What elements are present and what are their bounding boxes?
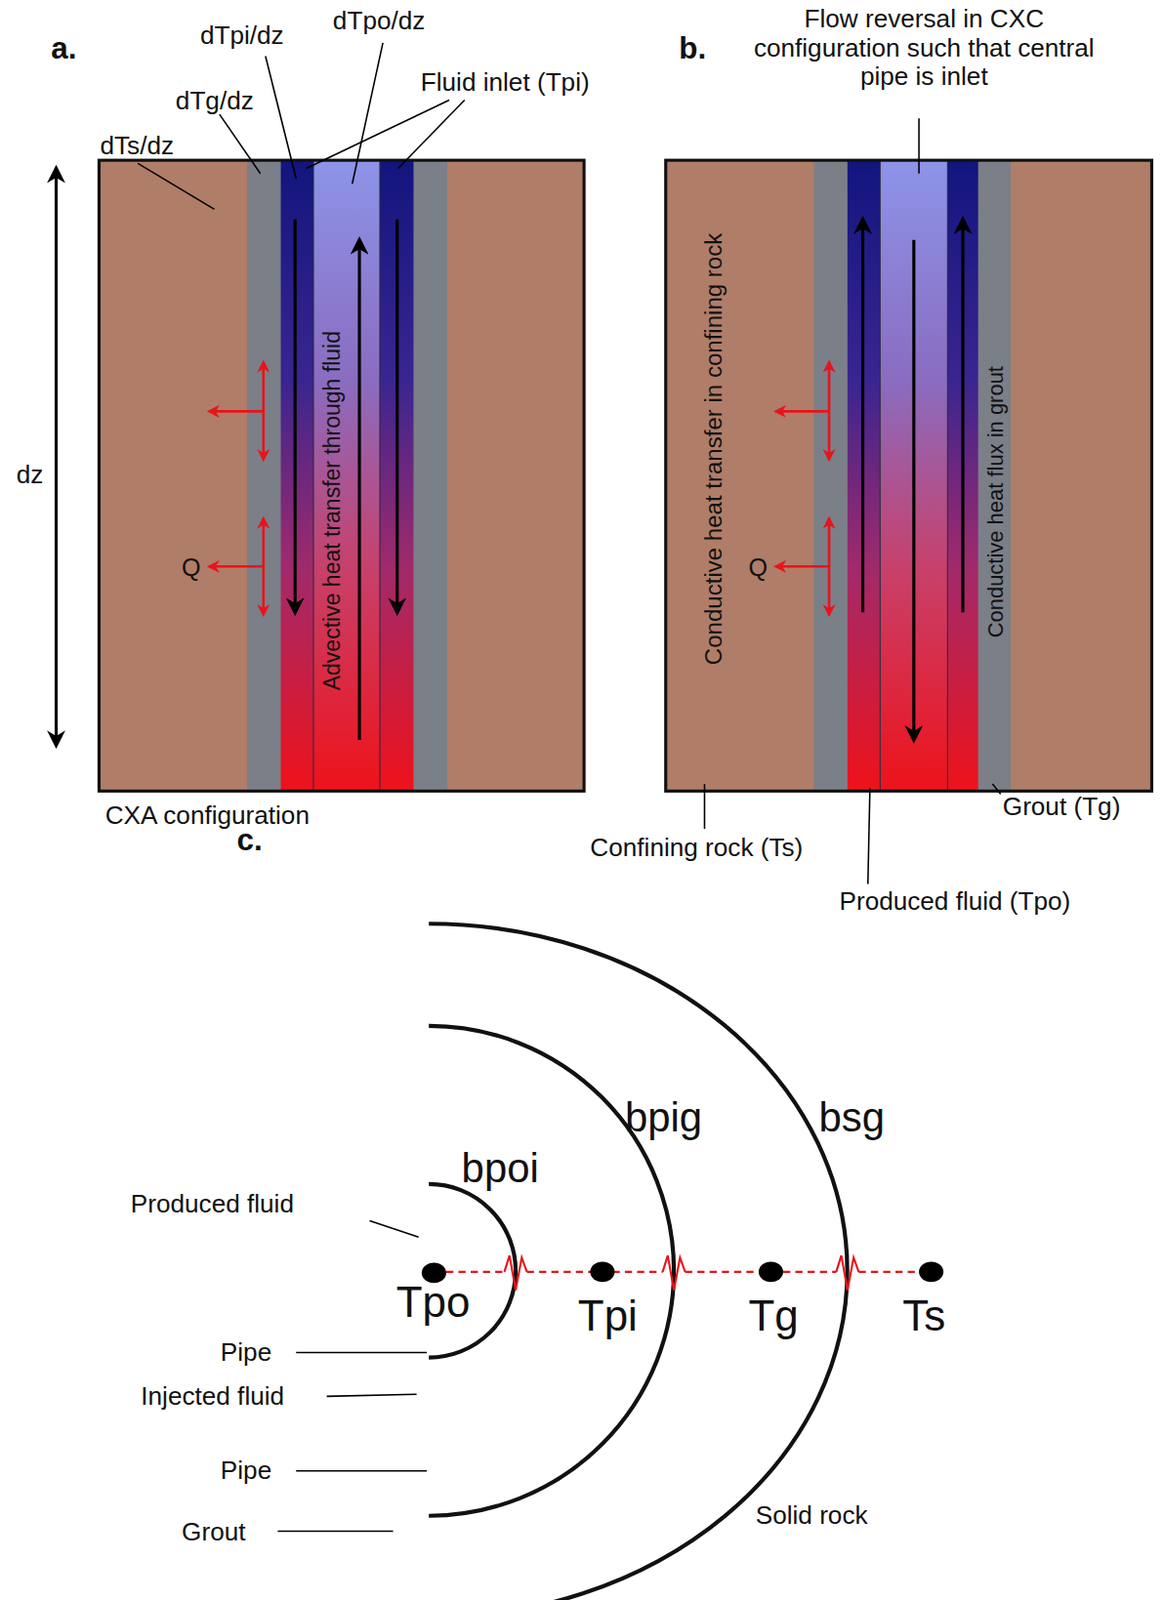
process-label: Advective heat transfer through fluid <box>320 270 346 750</box>
resistance-label: bsg <box>819 1094 885 1141</box>
configuration-label: CXA configuration <box>105 800 310 830</box>
gradient-label: dTpi/dz <box>200 20 285 49</box>
dimension-label: dz <box>16 459 44 489</box>
gradient-label: dTg/dz <box>175 85 254 115</box>
process-label: Conductive heat transfer in confining ro… <box>701 173 728 726</box>
temperature-label: Tg <box>748 1292 798 1341</box>
resistance-label: bpig <box>624 1094 703 1141</box>
panel-letter: a. <box>50 30 77 65</box>
inlet-label: Fluid inlet (Tpi) <box>420 67 590 96</box>
region-label: Solid rock <box>755 1500 869 1530</box>
part-label: Pipe <box>220 1455 272 1485</box>
material-label: Confining rock (Ts) <box>589 832 803 862</box>
temperature-label: Tpo <box>396 1278 471 1327</box>
panel-c-rings <box>428 923 847 1600</box>
heat-flux-label: Q <box>181 554 202 582</box>
panel-b-section <box>665 118 1153 884</box>
region-label: Injected fluid <box>140 1381 285 1411</box>
region-label: Produced fluid <box>130 1189 294 1218</box>
panel-letter: c. <box>237 823 263 858</box>
thermal-resistance-line <box>433 1255 931 1291</box>
part-label: Pipe <box>220 1337 272 1367</box>
process-label: Conductive heat flux in grout <box>983 318 1008 686</box>
heat-flux-label: Q <box>748 554 768 582</box>
gradient-label: dTpo/dz <box>332 5 425 35</box>
region-label: Grout <box>181 1517 246 1546</box>
note-label: Flow reversal in CXC configuration such … <box>745 3 1103 90</box>
temperature-nodes <box>421 1261 944 1284</box>
material-label: Produced fluid (Tpo) <box>838 886 1071 915</box>
panel-a-section <box>56 42 585 791</box>
panel-c-leaders <box>277 1221 427 1533</box>
material-label: Grout (Tg) <box>1002 791 1122 821</box>
temperature-label: Tpi <box>578 1292 638 1341</box>
gradient-label: dTs/dz <box>99 130 174 160</box>
panel-letter: b. <box>678 30 707 65</box>
resistance-label: bpoi <box>461 1145 540 1192</box>
temperature-label: Ts <box>902 1292 946 1341</box>
